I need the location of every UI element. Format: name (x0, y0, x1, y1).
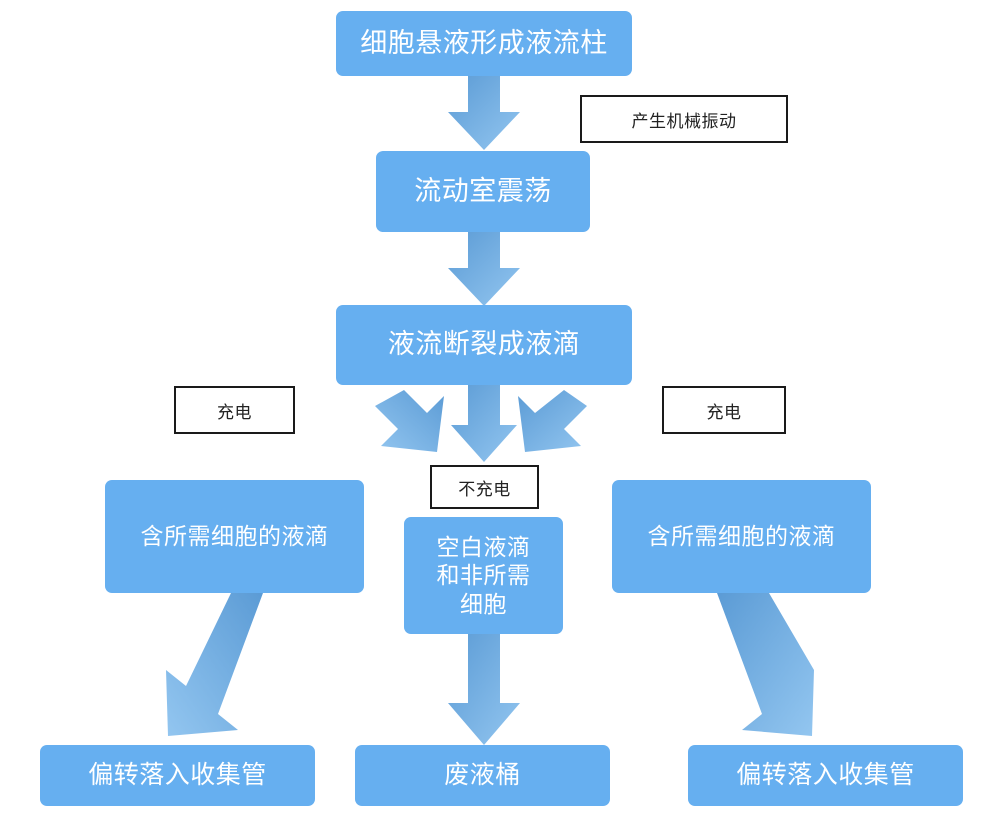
node-cell-suspension-stream[interactable]: 细胞悬液形成液流柱 (336, 11, 632, 76)
note-mechanical-vibration[interactable]: 产生机械振动 (580, 95, 788, 143)
note-charge-left[interactable]: 充电 (174, 386, 295, 434)
node-flow-cell-vibration[interactable]: 流动室震荡 (376, 151, 590, 232)
arrow-n6-n9 (717, 593, 814, 736)
node-deflected-into-collection-tube-right[interactable]: 偏转落入收集管 (688, 745, 963, 806)
node-droplet-with-target-cells-right[interactable]: 含所需细胞的液滴 (612, 480, 871, 593)
arrow-n4-n7 (166, 593, 263, 736)
arrow-n3-n4 (375, 390, 444, 452)
arrow-n2-n3 (448, 232, 520, 306)
arrow-n3-n5 (451, 384, 517, 462)
node-deflected-into-collection-tube-left[interactable]: 偏转落入收集管 (40, 745, 315, 806)
node-droplet-with-target-cells-left[interactable]: 含所需细胞的液滴 (105, 480, 364, 593)
arrow-n3-n6 (518, 390, 587, 452)
note-no-charge-center[interactable]: 不充电 (430, 465, 539, 509)
arrow-n1-n2 (448, 76, 520, 150)
note-charge-right[interactable]: 充电 (662, 386, 786, 434)
node-blank-and-unwanted-cells[interactable]: 空白液滴 和非所需 细胞 (404, 517, 563, 634)
arrow-n5-n8 (448, 634, 520, 745)
node-stream-breaks-droplets[interactable]: 液流断裂成液滴 (336, 305, 632, 385)
node-waste-container[interactable]: 废液桶 (355, 745, 610, 806)
